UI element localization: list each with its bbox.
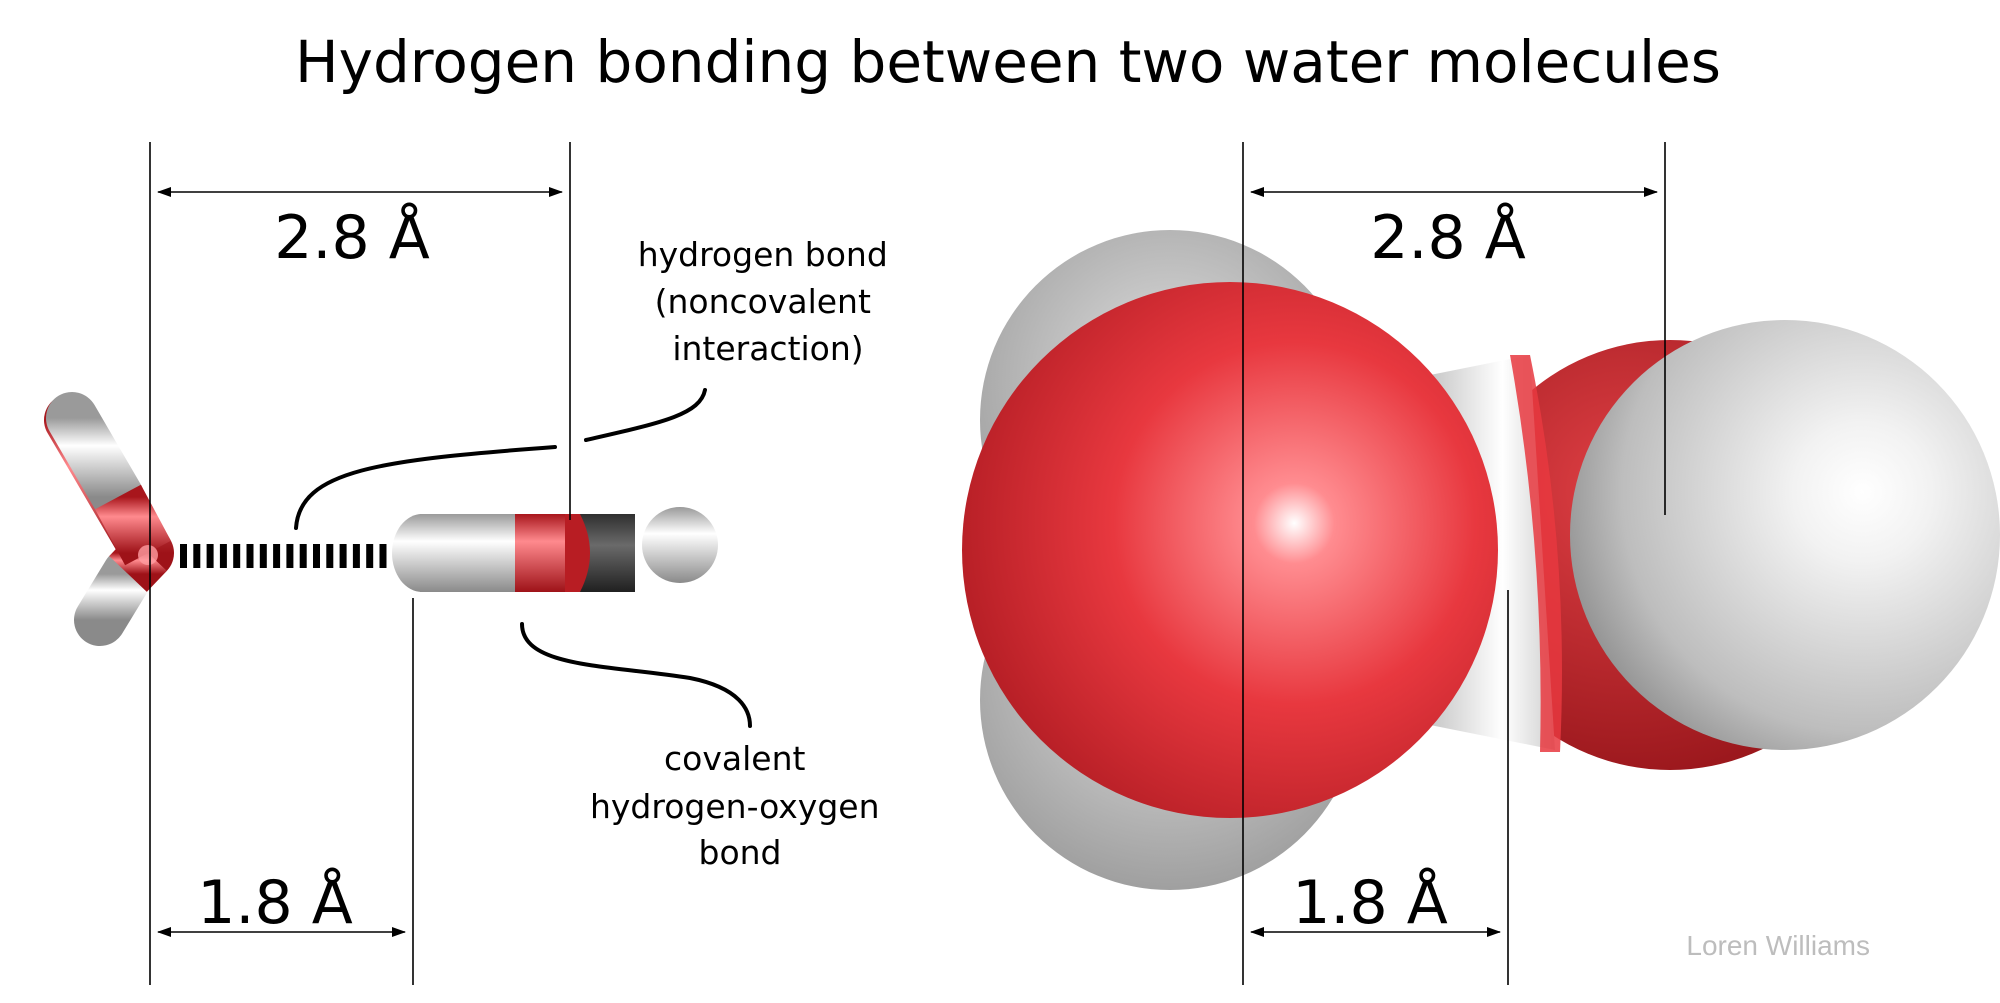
hydrogen-upper (46, 392, 144, 523)
hydrogen-sphere-right (1570, 320, 2000, 750)
right-water-molecule (381, 507, 729, 592)
distance-hbond-label: 1.8 Å (197, 867, 353, 938)
oxygen-upper-segment (95, 484, 171, 566)
hydrogen-near-cap (392, 514, 452, 592)
hydrogen-bond-leader-lower (294, 445, 557, 530)
neck-oxygen-edge (1510, 355, 1562, 752)
author-credit: Loren Williams (1686, 930, 1870, 961)
covalent-bond-label: covalent hydrogen-oxygen bond (590, 739, 890, 872)
oxygen-shadow-edge (565, 514, 590, 592)
space-distance-hbond-label: 1.8 Å (1292, 867, 1448, 938)
oxygen-center (515, 514, 565, 592)
hydrogen-bond-leader-upper (584, 388, 707, 442)
hydrogen-bond-label: hydrogen bond (noncovalent interaction) (638, 235, 899, 368)
space-filling-model: 2.8 Å 1.8 Å (962, 142, 2000, 985)
oxygen-sphere-left (962, 282, 1498, 818)
space-distance-oo-label: 2.8 Å (1370, 202, 1526, 273)
hydrogen-lower (74, 548, 154, 646)
distance-oo-label: 2.8 Å (274, 202, 430, 273)
covalent-bond-leader (520, 622, 752, 728)
page-title: Hydrogen bonding between two water molec… (295, 28, 1721, 96)
hydrogen-far-cap (642, 507, 718, 583)
oxygen-highlight (138, 545, 158, 565)
stick-model: 2.8 Å 1.8 Å hydrogen bond (noncovalent i… (44, 142, 899, 985)
left-water-molecule (44, 392, 174, 646)
